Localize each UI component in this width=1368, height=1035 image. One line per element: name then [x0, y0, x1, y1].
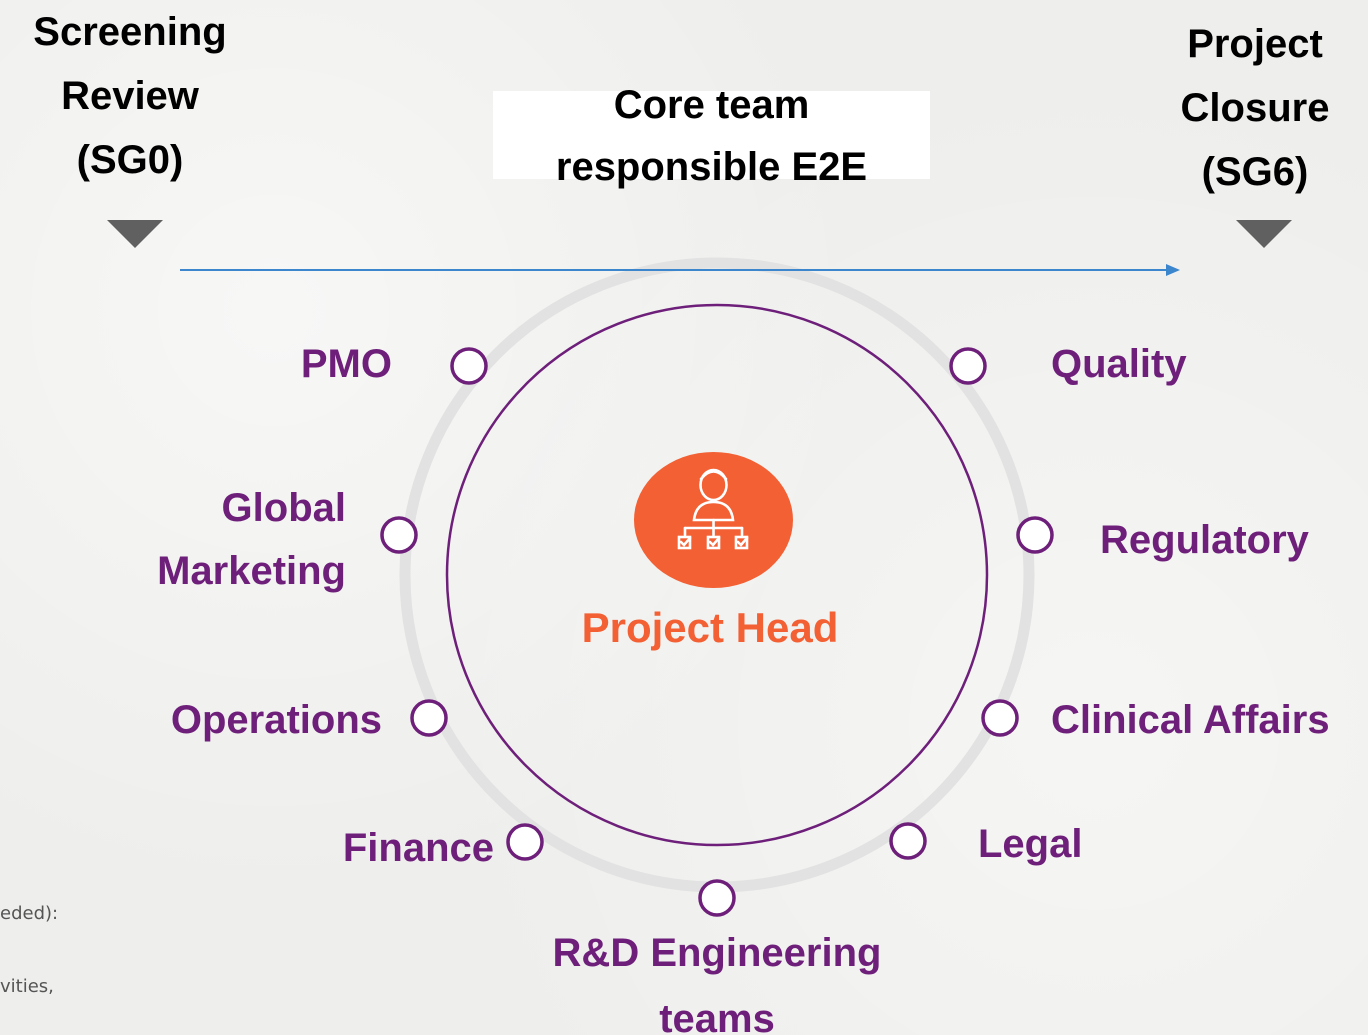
start-gate-triangle	[107, 220, 163, 248]
rnd-engineering-label: R&D Engineering teams	[552, 931, 882, 1035]
pmo-label: PMO	[300, 342, 392, 386]
node-legal	[889, 822, 927, 860]
org-chart-person-icon	[634, 452, 793, 588]
inner-circle	[445, 303, 989, 847]
node-quality	[949, 347, 987, 385]
clinical-affairs-label: Clinical Affairs	[1051, 698, 1330, 742]
end-gate-triangle	[1236, 220, 1292, 248]
cut-off-text-line-2: vities,	[0, 976, 54, 997]
node-finance	[506, 823, 544, 861]
core-team-label: Core team responsible E2E	[555, 83, 868, 189]
start-stage-label: Screening Review (SG0)	[33, 10, 227, 182]
quality-label: Quality	[1051, 342, 1187, 386]
timeline-arrowhead	[1166, 264, 1180, 276]
node-rnd	[698, 879, 736, 917]
project-head-label: Project Head	[581, 604, 839, 651]
end-stage-label: Project Closure (SG6)	[1180, 22, 1330, 194]
finance-label: Finance	[342, 826, 494, 870]
node-regulatory	[1016, 516, 1054, 554]
node-operations	[410, 699, 448, 737]
node-pmo	[450, 347, 488, 385]
cut-off-text-line-1: eded):	[0, 903, 59, 924]
operations-label: Operations	[170, 698, 382, 742]
core-team-box	[493, 91, 930, 179]
global-marketing-label: Global Marketing	[157, 486, 346, 593]
node-global-marketing	[380, 516, 418, 554]
legal-label: Legal	[978, 822, 1083, 866]
node-clinical-affairs	[981, 699, 1019, 737]
regulatory-label: Regulatory	[1100, 518, 1309, 562]
